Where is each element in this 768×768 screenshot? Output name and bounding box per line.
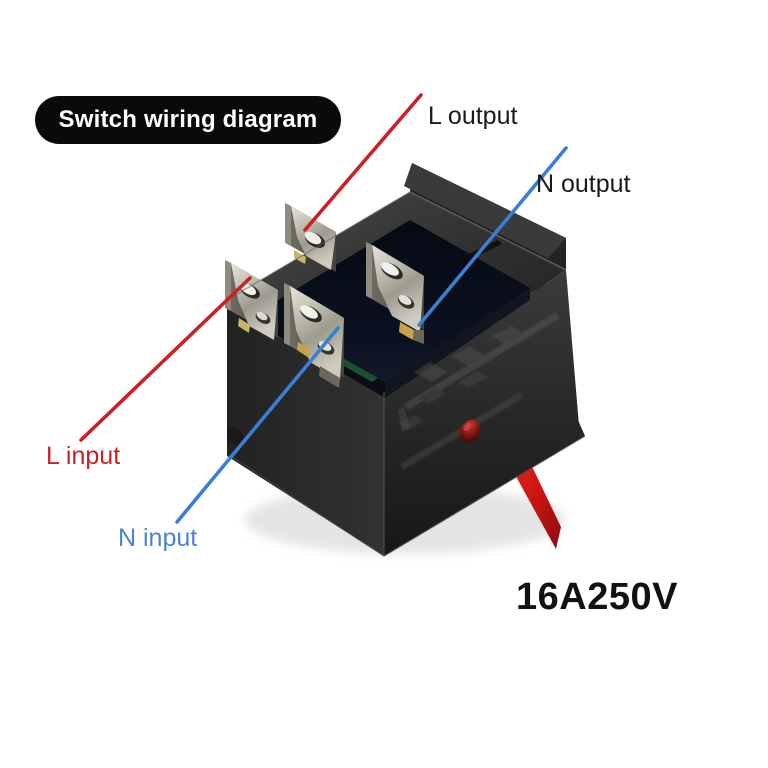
indicator-lamp-highlight bbox=[463, 422, 471, 432]
body-front-face bbox=[384, 270, 580, 556]
callout-label-n-output: N output bbox=[536, 170, 631, 198]
terminal-n-output bbox=[366, 242, 424, 344]
switch-assembly bbox=[225, 163, 586, 557]
rating-text: 16A250V bbox=[516, 576, 678, 618]
callout-label-l-input: L input bbox=[46, 442, 121, 470]
embossed-symbol bbox=[398, 406, 410, 432]
diagram-title-badge: Switch wiring diagram bbox=[35, 96, 341, 144]
diagram-title-text: Switch wiring diagram bbox=[58, 106, 318, 133]
callout-label-n-input: N input bbox=[118, 524, 198, 552]
callout-label-l-output: L output bbox=[428, 102, 518, 130]
